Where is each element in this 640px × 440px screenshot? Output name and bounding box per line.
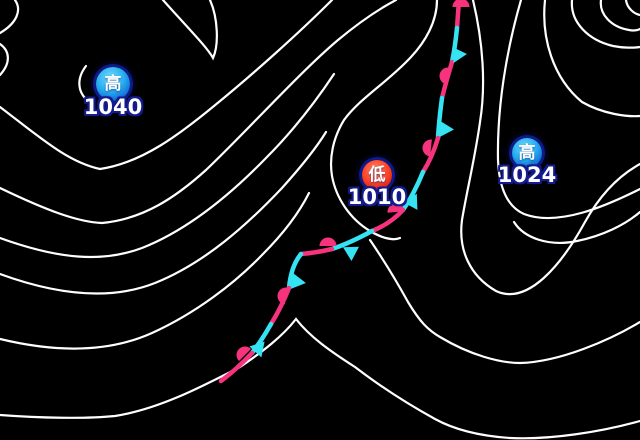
isobar-line: [0, 0, 20, 35]
isobar-line: [0, 317, 640, 440]
isobar-line: [512, 210, 640, 244]
isobar-line: [368, 238, 640, 365]
low-pressure-glyph: 低: [368, 164, 386, 185]
cold-front-line: [286, 251, 304, 291]
isobar-line: [599, 0, 640, 32]
cold-front-triangle-icon: [290, 273, 306, 289]
low-pressure-circle: 低: [362, 160, 392, 190]
isobar-line: [0, 42, 9, 77]
isobar-line: [0, 72, 336, 259]
isobar-line: [0, 0, 334, 171]
cold-front-line: [400, 169, 426, 213]
high-pressure-glyph: 高: [518, 142, 536, 163]
cold-front-triangle-icon: [403, 193, 418, 210]
isobar-line: [460, 0, 640, 296]
warm-front-line: [298, 246, 335, 257]
cold-front-triangle-icon: [439, 121, 454, 137]
cold-front-line: [249, 321, 274, 356]
warm-front-semicircle-icon: [422, 139, 432, 157]
isobar-line: [161, 0, 218, 61]
warm-front-semicircle-icon: [387, 203, 405, 213]
high-pressure-circle: 高: [512, 138, 542, 168]
high-pressure-value: 1040: [83, 95, 143, 119]
warm-front-line: [218, 350, 255, 384]
isobar-line: [78, 64, 93, 105]
warm-front-line: [369, 207, 406, 234]
warm-front-semicircle-icon: [319, 237, 337, 246]
cold-front-triangle-icon: [343, 246, 359, 261]
warm-front-line: [420, 135, 441, 175]
high-pressure-circle: 高: [96, 67, 130, 101]
cold-front-line: [329, 228, 375, 252]
cold-front-triangle-icon: [249, 341, 265, 358]
high-pressure-value: 1024: [497, 163, 557, 187]
isobar-line: [0, 191, 311, 350]
cold-front-line: [449, 25, 460, 65]
high-pressure-glyph: 高: [104, 73, 122, 94]
isobar-line: [624, 0, 640, 17]
warm-front-line: [268, 285, 292, 327]
warm-front-semicircle-icon: [236, 346, 252, 362]
warm-front-semicircle-icon: [452, 0, 470, 7]
isobar-line: [0, 0, 398, 225]
isobar-line: [0, 130, 328, 295]
warm-front-semicircle-icon: [277, 287, 288, 305]
warm-front-semicircle-icon: [439, 67, 448, 85]
cold-front-triangle-icon: [452, 47, 467, 63]
isobar-line: [543, 0, 640, 118]
low-pressure-value: 1010: [347, 185, 407, 209]
cold-front-line: [435, 95, 445, 141]
isobar-line: [496, 0, 640, 220]
isobar-line: [570, 0, 640, 49]
